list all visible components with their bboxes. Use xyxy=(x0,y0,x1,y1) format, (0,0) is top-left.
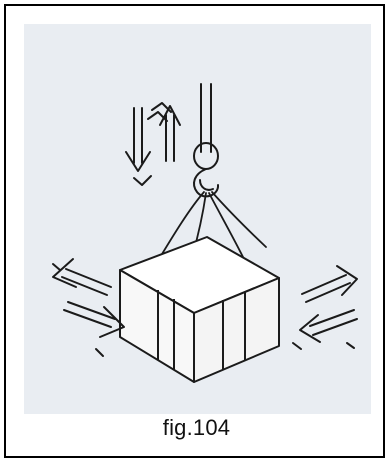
crane-lift-illustration xyxy=(24,24,371,414)
figure-frame: fig.104 xyxy=(4,4,385,458)
figure-caption: fig.104 xyxy=(6,415,387,441)
